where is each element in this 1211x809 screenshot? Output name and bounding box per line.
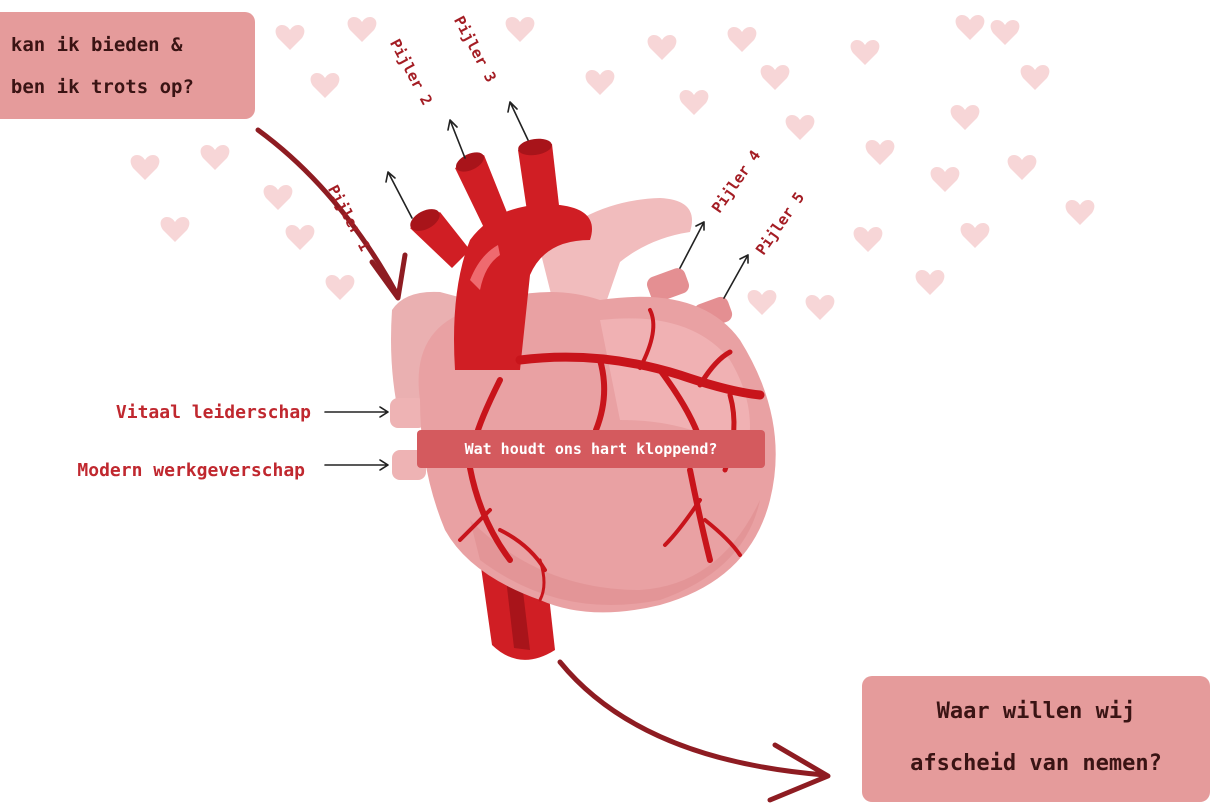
label-vitaal-leiderschap: Vitaal leiderschap <box>116 402 311 423</box>
question-box-farewell: Waar willen wij afscheid van nemen? <box>862 676 1210 802</box>
pointer-arrow-pillar-2 <box>448 120 465 158</box>
question-box-offer-line1: t kan ik bieden & <box>0 24 255 66</box>
question-box-offer-line2: r ben ik trots op? <box>0 66 255 108</box>
pointer-arrow-pillar-3 <box>508 102 528 140</box>
question-box-offer: t kan ik bieden & r ben ik trots op? <box>0 12 255 119</box>
center-question-label: Wat houdt ons hart kloppend? <box>417 430 765 468</box>
pointer-arrow-modern <box>325 460 388 470</box>
pointer-arrow-pillar-5 <box>724 255 748 298</box>
pointer-arrow-pillar-1 <box>386 172 412 218</box>
pointer-arrow-pillar-4 <box>680 222 704 268</box>
curved-arrow-bottom <box>560 662 825 775</box>
label-modern-werkgeverschap: Modern werkgeverschap <box>77 460 305 481</box>
question-box-farewell-line1: Waar willen wij <box>862 686 1210 738</box>
question-box-farewell-line2: afscheid van nemen? <box>862 738 1210 790</box>
pointer-arrow-vital <box>325 407 388 417</box>
